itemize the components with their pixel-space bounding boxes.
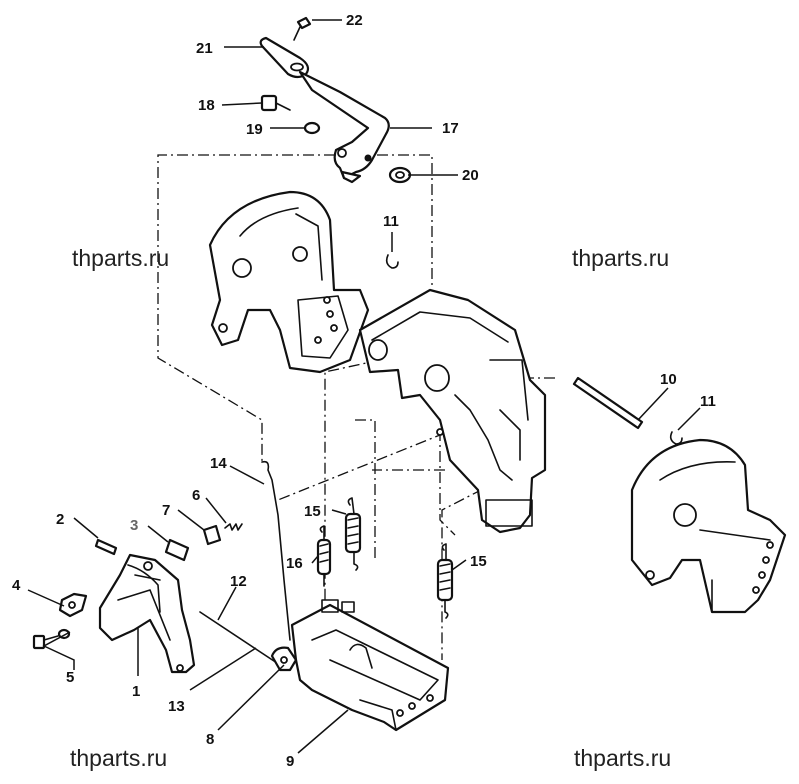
part-bushing-3 — [164, 538, 190, 562]
part-washer-19 — [303, 121, 321, 135]
callout-2: 2 — [56, 511, 64, 528]
part-lever-plate-8 — [270, 646, 298, 672]
part-clip-11-upper — [385, 232, 399, 269]
part-spring-15-lower — [436, 543, 454, 619]
callout-5: 5 — [66, 669, 74, 686]
callout-10: 10 — [660, 371, 677, 388]
part-swivel-bracket — [358, 288, 547, 534]
watermark-bottom-right: thparts.ru — [574, 745, 671, 771]
part-bolt-5 — [32, 628, 71, 650]
part-spring-6 — [224, 523, 243, 531]
callout-11-upper: 11 — [383, 213, 399, 230]
callout-12: 12 — [230, 573, 247, 590]
callout-14: 14 — [210, 455, 227, 472]
part-right-transom-bracket — [630, 438, 787, 614]
callout-8: 8 — [206, 731, 214, 748]
part-clip-11-right — [669, 407, 701, 445]
part-pivot-pin-10 — [572, 376, 669, 430]
watermark-bottom-left: thparts.ru — [70, 745, 167, 771]
part-screw-22 — [293, 16, 312, 41]
part-bracket-1 — [98, 553, 196, 674]
callout-19: 19 — [246, 121, 263, 138]
part-washer-20 — [388, 166, 412, 184]
part-spring-16 — [316, 525, 332, 587]
part-left-transom-bracket — [208, 190, 370, 374]
part-pin-12 — [199, 611, 281, 666]
part-lever-arm — [298, 70, 390, 184]
watermark-top-left: thparts.ru — [72, 245, 169, 271]
part-rod-14 — [261, 460, 291, 641]
callout-7: 7 — [162, 502, 170, 519]
callout-3: 3 — [130, 517, 138, 534]
callout-11-right: 11 — [700, 393, 716, 410]
callout-16: 16 — [286, 555, 303, 572]
callout-18: 18 — [198, 97, 215, 114]
callout-20: 20 — [462, 167, 479, 184]
part-pin-2 — [94, 538, 118, 556]
watermark-top-right: thparts.ru — [572, 245, 669, 271]
callout-4: 4 — [12, 577, 21, 594]
part-clamp-4 — [58, 592, 88, 618]
part-handle-grip — [259, 36, 310, 79]
callout-17: 17 — [442, 120, 459, 137]
callout-6: 6 — [192, 487, 200, 504]
callout-15-lower: 15 — [470, 553, 487, 570]
part-bushing-7 — [202, 524, 222, 546]
callout-1: 1 — [132, 683, 140, 700]
leader-lines — [27, 19, 467, 754]
callout-9: 9 — [286, 753, 294, 770]
part-spring-15-upper — [344, 497, 362, 571]
callout-labels: 22 21 18 17 19 20 11 10 11 14 6 7 15 2 3… — [12, 12, 716, 770]
part-bolt-18 — [260, 94, 291, 112]
callout-15-upper: 15 — [304, 503, 321, 520]
callout-21: 21 — [196, 40, 213, 57]
callout-13: 13 — [168, 698, 185, 715]
callout-22: 22 — [346, 12, 363, 29]
part-carriage-frame-9 — [290, 599, 450, 732]
watermarks: thparts.ru thparts.ru thparts.ru thparts… — [70, 245, 671, 771]
